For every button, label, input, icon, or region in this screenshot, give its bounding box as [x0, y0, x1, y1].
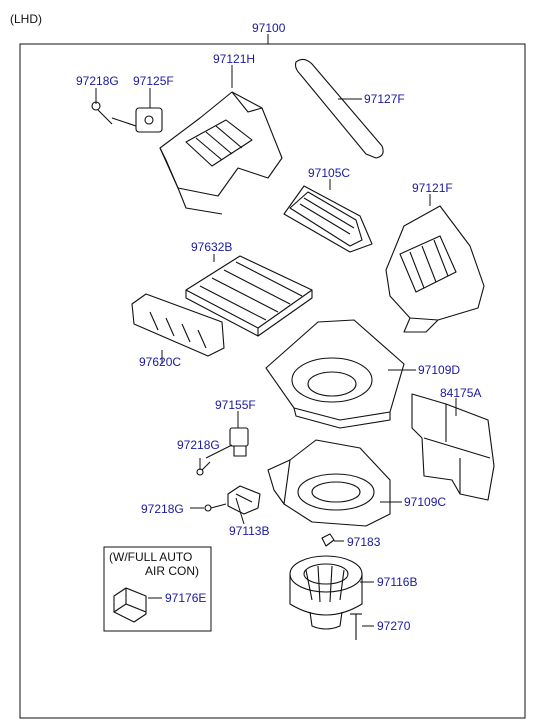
part-label-97620C: 97620C — [139, 355, 182, 369]
blower-case-lower-97109C — [267, 439, 391, 527]
seal-strip-97127F — [294, 58, 384, 159]
sensor-97176E — [113, 587, 147, 623]
part-label-97632B: 97632B — [191, 240, 233, 254]
screw-97270 — [350, 613, 362, 640]
part-label-97218G-lower: 97218G — [141, 502, 184, 516]
part-label-97113B: 97113B — [229, 524, 270, 538]
actuator-97155F — [229, 427, 249, 457]
part-label-97176E: 97176E — [165, 591, 207, 605]
part-label-97218G-middle: 97218G — [177, 438, 220, 452]
variant-label: (LHD) — [10, 12, 42, 26]
option-box-line2: AIR CON) — [145, 564, 199, 578]
intake-case-97121F — [385, 205, 485, 333]
part-label-97155F: 97155F — [215, 398, 256, 412]
option-box-line1: (W/FULL AUTO — [109, 550, 193, 564]
cabin-filter-97632B — [185, 255, 313, 337]
blower-case-upper-97109D — [265, 319, 405, 429]
part-label-97270: 97270 — [377, 619, 411, 633]
screw-97218G-top — [91, 101, 113, 125]
insulator-pad-84175A — [411, 393, 495, 501]
filter-cover-97105C — [283, 185, 373, 253]
resistor-97113B — [227, 485, 261, 515]
part-label-97109C: 97109C — [404, 495, 447, 509]
filter-bracket-97620C — [131, 293, 225, 357]
blower-motor-97116B — [289, 555, 363, 630]
part-label-97116B: 97116B — [377, 575, 418, 589]
part-label-97127F: 97127F — [364, 92, 405, 106]
screw-97218G-middle — [196, 461, 211, 476]
screw-97218G-lower — [204, 503, 227, 512]
option-box-frame — [103, 546, 212, 632]
part-label-97121H: 97121H — [213, 52, 256, 66]
part-label-84175A: 84175A — [440, 386, 482, 400]
part-label-97218G-top: 97218G — [76, 74, 119, 88]
intake-case-97121H — [159, 91, 283, 215]
assembly-number-label: 97100 — [252, 21, 286, 35]
part-label-97125F: 97125F — [133, 74, 174, 88]
clip-97183 — [321, 533, 335, 547]
assembly-frame — [19, 43, 526, 719]
part-label-97121F: 97121F — [412, 181, 453, 195]
part-label-97183: 97183 — [347, 535, 381, 549]
part-label-97109D: 97109D — [418, 363, 461, 377]
actuator-97125F — [111, 107, 163, 133]
part-label-97105C: 97105C — [308, 166, 351, 180]
